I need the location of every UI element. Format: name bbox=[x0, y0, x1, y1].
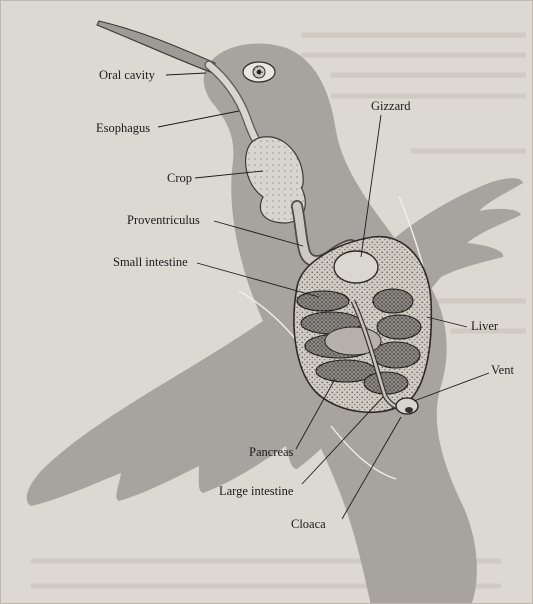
label-gizzard: Gizzard bbox=[371, 99, 411, 113]
label-small-intestine: Small intestine bbox=[113, 255, 188, 269]
label-crop: Crop bbox=[167, 171, 192, 185]
label-large-intestine: Large intestine bbox=[219, 484, 293, 498]
eye bbox=[243, 62, 275, 82]
gizzard-organ bbox=[334, 251, 378, 283]
label-proventriculus: Proventriculus bbox=[127, 213, 200, 227]
leader-oral-cavity bbox=[166, 73, 206, 75]
label-vent: Vent bbox=[491, 363, 514, 377]
label-cloaca: Cloaca bbox=[291, 517, 326, 531]
bird-silhouette bbox=[27, 21, 523, 604]
label-esophagus: Esophagus bbox=[96, 121, 150, 135]
label-oral-cavity: Oral cavity bbox=[99, 68, 155, 82]
label-liver: Liver bbox=[471, 319, 498, 333]
label-pancreas: Pancreas bbox=[249, 445, 293, 459]
